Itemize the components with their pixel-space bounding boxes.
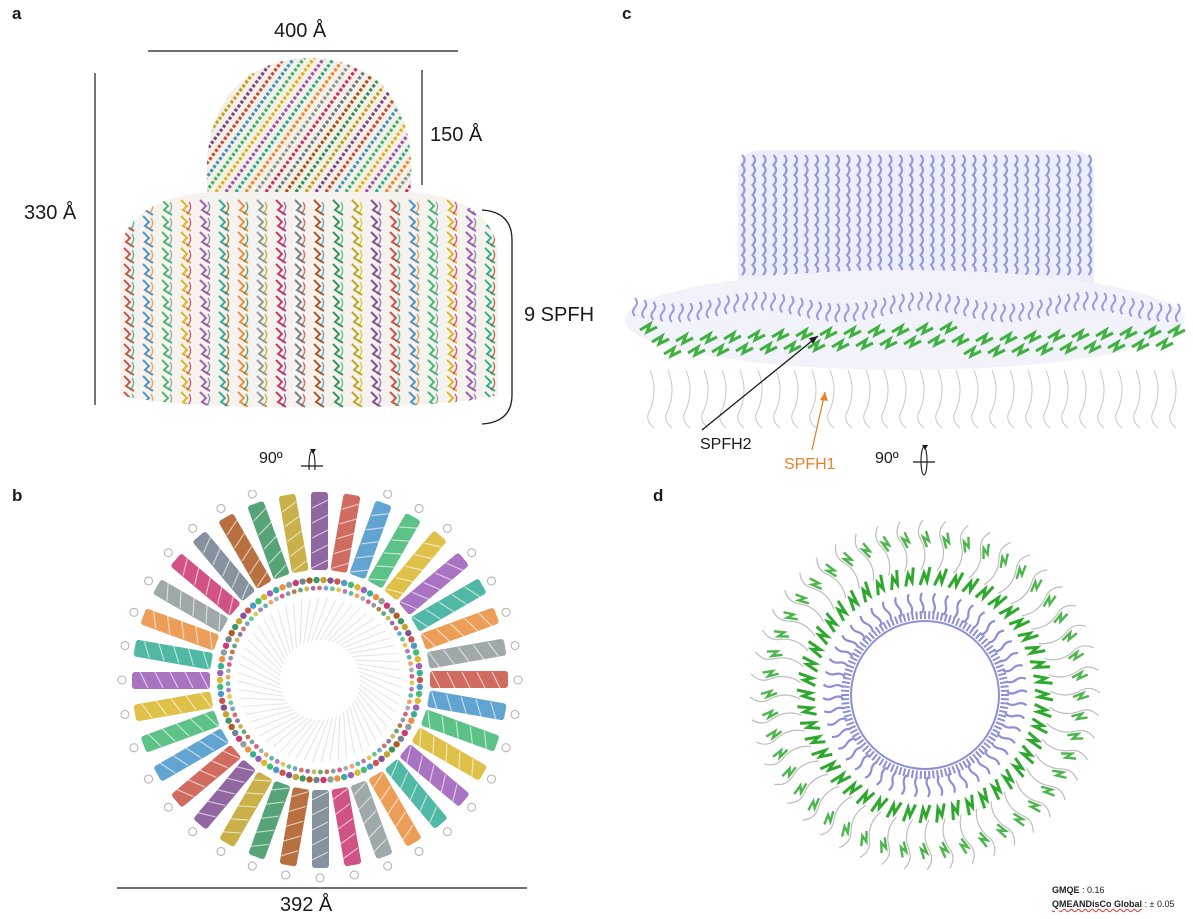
- spfh-bracket: [481, 209, 513, 425]
- height-dimension-label: 330 Å: [24, 202, 77, 224]
- ring-top-view: [117, 490, 523, 883]
- qmean-score: QMEANDisCo Global : ± 0.05: [1052, 899, 1175, 909]
- panel-c-letter: c: [622, 4, 632, 23]
- panel-b-letter: b: [12, 486, 23, 505]
- gmqe-key: GMQE: [1052, 885, 1080, 895]
- panel-b-structure-top-view: [117, 490, 527, 889]
- barrel-body: [120, 192, 498, 408]
- panel-a-structure-side-view: [94, 50, 513, 470]
- model-side-view: [625, 150, 1186, 429]
- model-top-view: [749, 519, 1101, 871]
- gmqe-score: GMQE : 0.16: [1052, 885, 1105, 895]
- width-dimension-label: 400 Å: [274, 20, 327, 42]
- panel-c-structure-side-view: [625, 150, 1186, 476]
- rotation-icon: [301, 449, 323, 470]
- panel-d-structure-top-view: [749, 519, 1101, 871]
- diameter-dimension-label: 392 Å: [280, 894, 333, 916]
- panel-d-letter: d: [653, 486, 664, 505]
- spfh-count-label: 9 SPFH: [524, 304, 595, 326]
- cap-dome: [206, 58, 412, 195]
- rotation-label-c: 90º: [875, 450, 899, 467]
- qmean-key: QMEANDisCo Global: [1052, 899, 1143, 909]
- panel-a-letter: a: [12, 4, 22, 23]
- rotation-icon: [913, 445, 935, 476]
- top-dimension-label: 150 Å: [430, 124, 483, 146]
- spfh2-pointer: [701, 335, 819, 431]
- spfh1-label: SPFH1: [784, 456, 836, 473]
- spfh1-pointer: [811, 391, 826, 451]
- gmqe-value: : 0.16: [1082, 885, 1105, 895]
- qmean-value: : ± 0.05: [1144, 899, 1175, 909]
- spfh2-label: SPFH2: [700, 436, 752, 453]
- rotation-label-a: 90º: [259, 450, 283, 467]
